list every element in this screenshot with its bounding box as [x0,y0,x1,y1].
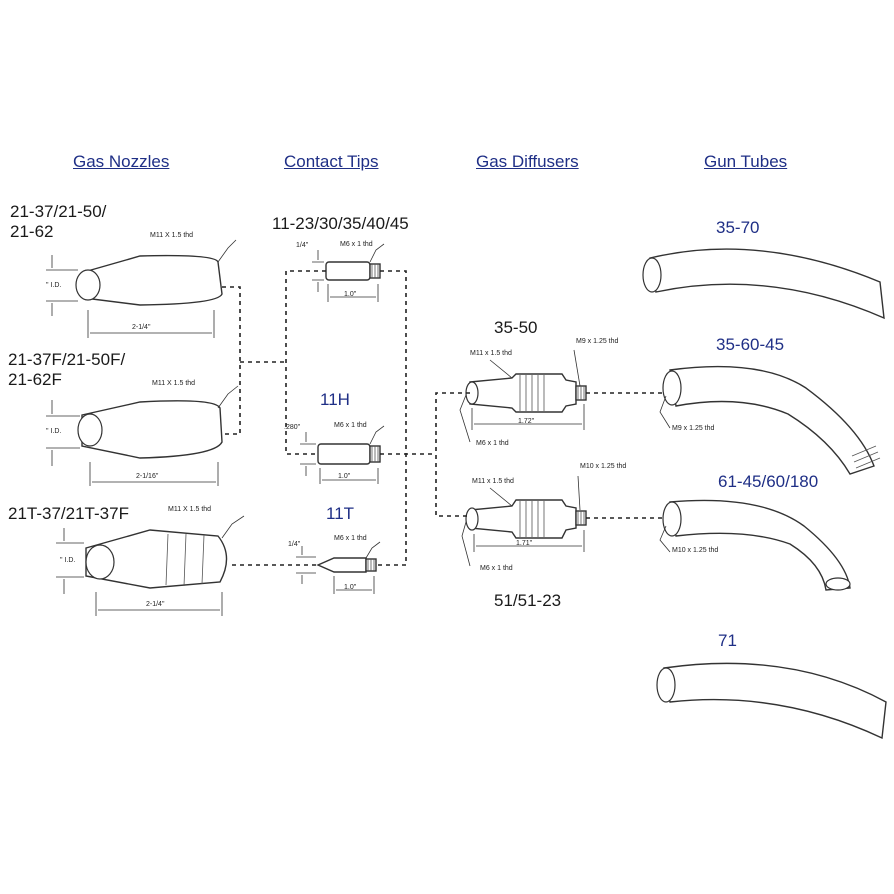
tip-3-length: 1.0" [344,584,357,591]
nozzle-3-label: 21T-37/21T-37F [8,504,129,523]
diffuser-2-drawing [461,475,587,567]
tip-3-drawing [296,541,381,594]
tip-1-thread: M6 x 1 thd [340,241,373,248]
diffuser-2-thread-c: M6 x 1 thd [480,565,513,572]
tip-1-dia: 1/4" [296,242,309,249]
tip-3-thread: M6 x 1 thd [334,535,367,542]
header-gas-diffusers: Gas Diffusers [476,152,579,171]
diffuser-1-drawing [459,349,587,443]
tube-4-drawing [656,662,887,740]
tip-1-length: 1.0" [344,291,357,298]
tip-2-drawing [300,425,385,484]
header-gun-tubes: Gun Tubes [704,152,788,171]
tube-4-label: 71 [718,631,737,650]
diffuser-2-length: 1.71" [516,540,533,547]
tube-2-label: 35-60-45 [716,335,785,354]
tip-3-label: 11T [326,504,355,523]
tube-3-drawing [659,499,851,591]
tip-2-label: 11H [320,390,350,409]
tip-2-dia: .280" [284,424,301,431]
diffuser-1-length: 1.72" [518,418,535,425]
tube-1-drawing [642,248,885,320]
nozzle-3-id: " I.D. [60,557,76,564]
tube-3-thread: M10 x 1.25 thd [672,547,719,554]
header-contact-tips: Contact Tips [284,152,379,171]
nozzle-2-drawing [46,385,239,486]
tip-3-dia: 1/4" [288,541,301,548]
nozzle-3-length: 2-1/4" [146,601,165,608]
diffuser-1-thread-c: M6 x 1 thd [476,440,509,447]
nozzle-1-length: 2-1/4" [132,324,151,331]
tip-2-length: 1.0" [338,473,351,480]
diffuser-1-thread-b: M9 x 1.25 thd [576,338,619,345]
diffuser-2-thread-a: M11 x 1.5 thd [472,478,514,485]
nozzle-2-thread: M11 X 1.5 thd [152,380,196,387]
nozzle-2-label: 21-37F/21-50F/ 21-62F [8,350,126,390]
nozzle-1-thread: M11 X 1.5 thd [150,232,194,239]
nozzle-3-thread: M11 X 1.5 thd [168,506,212,513]
nozzle-1-drawing [46,239,237,338]
nozzle-1-label: 21-37/21-50/ 21-62 [10,202,107,242]
diffuser-2-thread-b: M10 x 1.25 thd [580,463,627,470]
tube-2-drawing [659,365,881,475]
nozzle-2-id: " I.D. [46,428,62,435]
nozzle-2-length: 2-1/16" [136,473,159,480]
tip-2-thread: M6 x 1 thd [334,422,367,429]
nozzle-3-drawing [56,515,245,616]
tip-1-label: 11-23/30/35/40/45 [272,214,409,233]
diffuser-1-label: 35-50 [494,318,538,337]
nozzle-1-id: " I.D. [46,282,62,289]
diffuser-2-label: 51/51-23 [494,591,562,610]
tube-1-label: 35-70 [716,218,760,237]
header-gas-nozzles: Gas Nozzles [73,152,170,171]
diffuser-1-thread-a: M11 x 1.5 thd [470,350,512,357]
tube-3-label: 61-45/60/180 [718,472,819,491]
tube-2-thread: M9 x 1.25 thd [672,425,715,432]
